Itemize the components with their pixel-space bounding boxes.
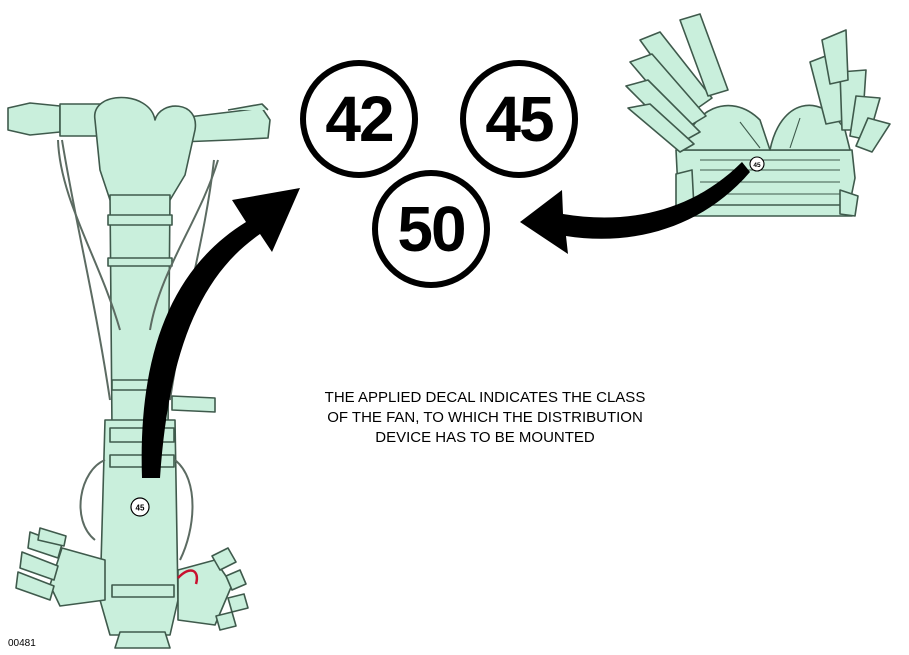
caption: THE APPLIED DECAL INDICATES THE CLASS OF… [260,388,710,448]
caption-line-1: THE APPLIED DECAL INDICATES THE CLASS [324,389,646,406]
class-badge-42: 42 [300,60,418,178]
class-badge-42-label: 42 [325,83,394,155]
figure-code: 00481 [8,638,36,649]
manifold-distribution-device [625,13,891,217]
class-badge-45-label: 45 [485,83,554,155]
arrow-from-manifold [520,162,750,254]
caption-line-2: OF THE FAN, TO WHICH THE DISTRIBUTION [327,409,643,426]
class-badge-50-label: 50 [397,193,466,265]
vertical-distribution-device [7,96,271,649]
manifold-decal: 45 [749,156,765,172]
red-cable [177,569,199,585]
caption-line-3: DEVICE HAS TO BE MOUNTED [375,429,595,446]
svg-text:45: 45 [753,162,761,169]
manifold-details [700,117,840,195]
vertical-device-decal: 45 [130,497,150,517]
arrow-from-vertical-device [141,188,300,478]
svg-text:45: 45 [136,504,145,513]
class-badge-45: 45 [460,60,578,178]
class-badge-50: 50 [372,170,490,288]
